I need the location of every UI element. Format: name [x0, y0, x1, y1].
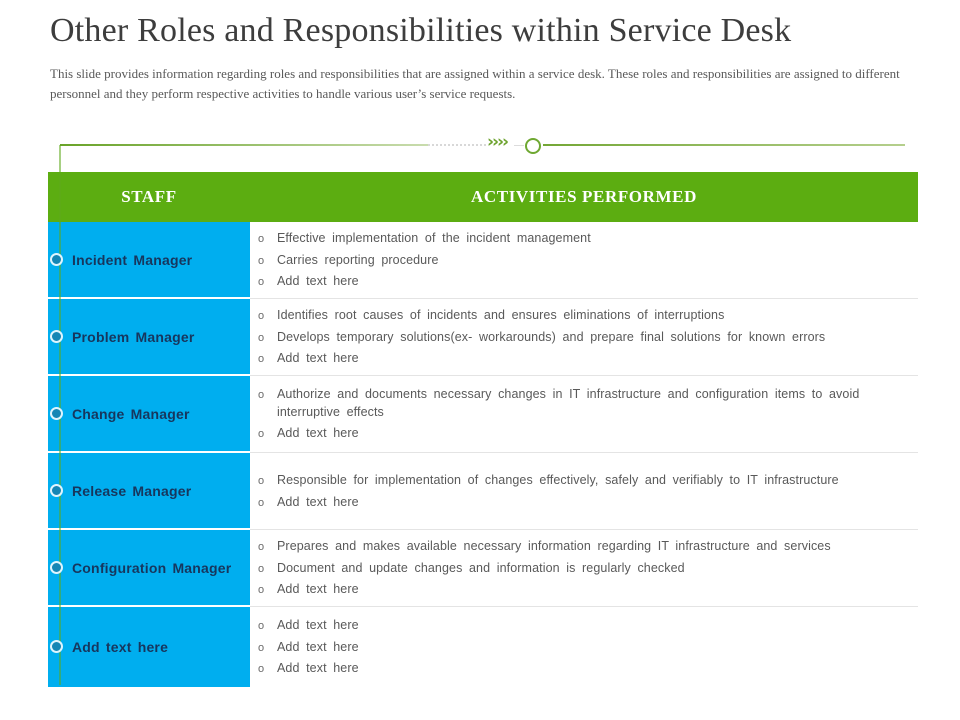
table-row: Incident Manager o Effective implementati…	[48, 222, 918, 299]
activity-text: Add text here	[277, 426, 359, 441]
staff-role-label: Problem Manager	[72, 328, 195, 345]
activity-item: o Add text here	[258, 272, 904, 291]
activity-text: Develops temporary solutions(ex- workaro…	[277, 329, 826, 344]
table-row: Problem Manager o Identifies root causes …	[48, 299, 918, 376]
activities-cell: o Effective implementation of the inciden…	[250, 222, 918, 299]
activity-bullet: o	[258, 331, 265, 344]
activity-item: o Carries reporting procedure	[258, 251, 904, 270]
page-subtitle: This slide provides information regardin…	[50, 66, 900, 102]
activity-text: Effective implementation of the incident…	[277, 230, 591, 245]
staff-role-label: Incident Manager	[72, 251, 193, 268]
activity-bullet: o	[258, 619, 265, 632]
table-row: Release Manager o Responsible for impleme…	[48, 453, 918, 530]
activities-cell: o Responsible for implementation of chang…	[250, 453, 918, 530]
activity-bullet: o	[258, 276, 265, 289]
activity-bullet: o	[258, 309, 265, 322]
activities-cell: o Identifies root causes of incidents and…	[250, 299, 918, 376]
activity-text: Add text here	[277, 661, 359, 676]
connector-gap-segment	[514, 145, 524, 146]
staff-cell: Problem Manager	[48, 299, 250, 376]
header-staff: STAFF	[121, 187, 177, 206]
activity-item: o Authorize and documents necessary chang…	[258, 385, 904, 421]
activity-bullet: o	[258, 474, 265, 487]
row-bullet-circle-icon	[50, 640, 63, 653]
header-activities: ACTIVITIES PERFORMED	[471, 187, 697, 206]
activity-bullet: o	[258, 663, 265, 676]
activity-text: Prepares and makes available necessary i…	[277, 538, 831, 553]
row-bullet-circle-icon	[50, 252, 63, 266]
row-bullet-circle-icon	[50, 560, 63, 574]
activity-bullet: o	[258, 496, 265, 509]
chevrons-icon: ››››	[487, 132, 509, 152]
activity-item: o Responsible for implementation of chang…	[258, 471, 904, 490]
staff-cell: Release Manager	[48, 453, 250, 530]
row-bullet-circle-icon	[50, 483, 63, 497]
staff-role-label: Add text here	[72, 639, 169, 655]
staff-cell: Change Manager	[48, 376, 250, 453]
activity-bullet: o	[258, 254, 265, 267]
connector-dotted-segment	[428, 144, 486, 146]
activity-item: o Identifies root causes of incidents and…	[258, 306, 904, 325]
activity-item: o Add text here	[258, 493, 904, 512]
activity-bullet: o	[258, 562, 265, 575]
activity-bullet: o	[258, 353, 265, 366]
activity-item: o Effective implementation of the inciden…	[258, 229, 904, 248]
roles-table: STAFF ACTIVITIES PERFORMED Incident Mana…	[48, 172, 918, 687]
activity-bullet: o	[258, 388, 265, 401]
activity-bullet: o	[258, 584, 265, 597]
activity-item: o Add text here	[258, 580, 904, 599]
table-body: Incident Manager o Effective implementati…	[48, 222, 918, 687]
table-row: Configuration Manager o Prepares and make…	[48, 530, 918, 607]
activities-cell: o Prepares and makes available necessary …	[250, 530, 918, 607]
table-row: Change Manager o Authorize and documents …	[48, 376, 918, 453]
staff-role-label: Change Manager	[72, 405, 190, 422]
row-bullet-circle-icon	[50, 329, 63, 343]
activity-text: Authorize and documents necessary change…	[277, 386, 860, 420]
activity-bullet: o	[258, 232, 265, 245]
activity-bullet: o	[258, 641, 265, 654]
activity-item: o Prepares and makes available necessary …	[258, 537, 904, 556]
activity-item: o Add text here	[258, 349, 904, 368]
table-header-row: STAFF ACTIVITIES PERFORMED	[48, 172, 918, 222]
activity-text: Carries reporting procedure	[277, 252, 439, 267]
staff-cell: Configuration Manager	[48, 530, 250, 607]
staff-cell: Add text here	[48, 607, 250, 687]
activity-text: Add text here	[277, 639, 359, 654]
activity-text: Identifies root causes of incidents and …	[277, 307, 725, 322]
activity-item: o Add text here	[258, 424, 904, 443]
circle-node-icon	[525, 138, 541, 154]
staff-role-label: Release Manager	[72, 482, 192, 499]
activity-text: Add text here	[277, 617, 359, 632]
activity-text: Add text here	[277, 351, 359, 366]
activity-item: o Document and update changes and informa…	[258, 559, 904, 578]
page-title: Other Roles and Responsibilities within …	[50, 12, 792, 49]
activity-text: Add text here	[277, 582, 359, 597]
activity-item: o Add text here	[258, 616, 904, 635]
activity-bullet: o	[258, 428, 265, 441]
connector-line-right	[543, 144, 905, 146]
activity-item: o Develops temporary solutions(ex- workar…	[258, 328, 904, 347]
activities-cell: o Authorize and documents necessary chang…	[250, 376, 918, 453]
activity-text: Add text here	[277, 494, 359, 509]
connector-line-left	[60, 144, 428, 146]
activity-item: o Add text here	[258, 659, 904, 678]
activity-item: o Add text here	[258, 638, 904, 657]
activity-text: Responsible for implementation of change…	[277, 472, 839, 487]
staff-role-label: Configuration Manager	[72, 559, 232, 576]
staff-cell: Incident Manager	[48, 222, 250, 299]
row-bullet-circle-icon	[50, 406, 63, 420]
activity-bullet: o	[258, 540, 265, 553]
activity-text: Add text here	[277, 274, 359, 289]
activity-text: Document and update changes and informat…	[277, 560, 685, 575]
